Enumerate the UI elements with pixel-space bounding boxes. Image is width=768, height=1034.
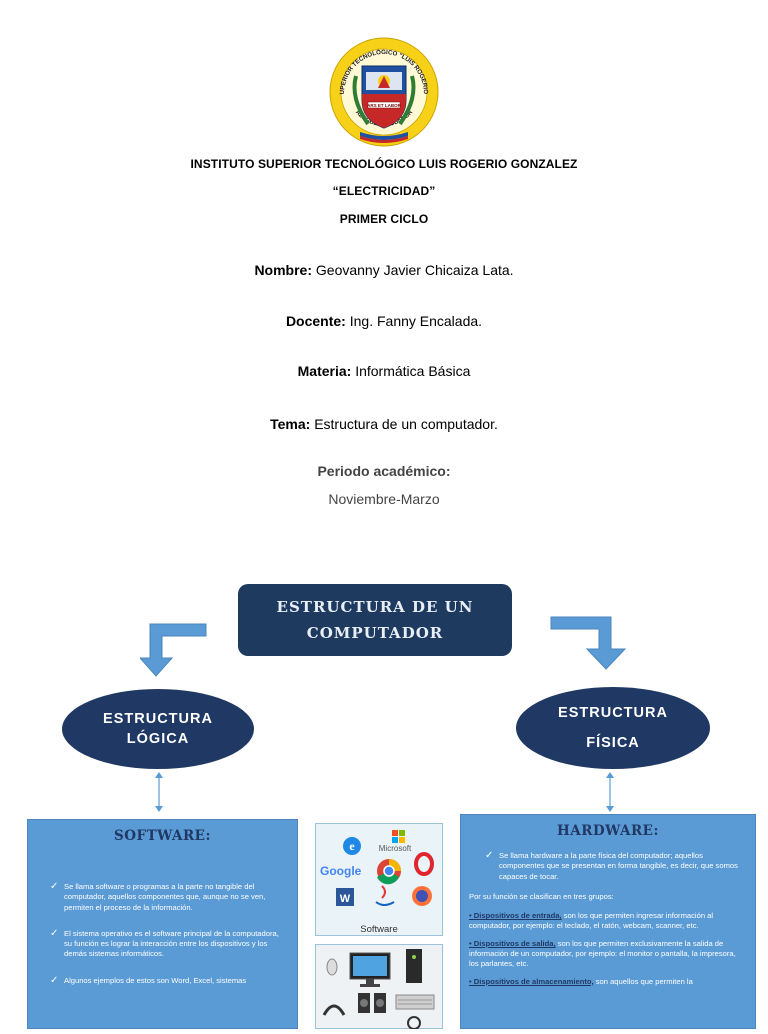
hardware-panel: HARDWARE: ✓ Se llama hardware a la parte… — [460, 814, 756, 1029]
field-nombre-label: Nombre: — [254, 262, 312, 278]
periodo-label: Periodo académico: — [0, 463, 768, 479]
hardware-salida: • Dispositivos de salida, son los que pe… — [469, 939, 747, 970]
diagram-title-box: ESTRUCTURA DE UN COMPUTADOR — [238, 584, 512, 656]
field-tema: Tema: Estructura de un computador. — [0, 416, 768, 432]
almac-text: son aquellos que permiten la — [594, 977, 693, 986]
field-nombre-value: Geovanny Javier Chicaiza Lata. — [312, 262, 514, 278]
entrada-label: • Dispositivos de entrada, — [469, 911, 562, 920]
software-logos-image: e Microsoft Google W Software — [315, 823, 443, 936]
diagram-title-line1: ESTRUCTURA DE UN — [277, 594, 474, 620]
almac-label: • Dispositivos de almacenamiento, — [469, 977, 594, 986]
check-icon: ✓ — [50, 882, 64, 913]
check-icon: ✓ — [50, 976, 64, 986]
career-name: “ELECTRICIDAD” — [0, 184, 768, 198]
diagram-title-line2: COMPUTADOR — [307, 620, 444, 646]
logo-motto: ARS ET LABOR — [367, 103, 402, 108]
field-docente-label: Docente: — [286, 313, 346, 329]
hardware-bullet-1: ✓ Se llama hardware a la parte física de… — [485, 851, 745, 882]
google-label: Google — [320, 864, 362, 878]
ellipse-right-line2: FÍSICA — [586, 733, 640, 753]
ellipse-right-line1: ESTRUCTURA — [558, 703, 668, 723]
field-docente-value: Ing. Fanny Encalada. — [346, 313, 482, 329]
field-materia-value: Informática Básica — [351, 363, 470, 379]
field-tema-value: Estructura de un computador. — [310, 416, 498, 432]
arrow-left-down-icon — [140, 622, 210, 678]
ellipse-estructura-logica: ESTRUCTURA LÓGICA — [62, 689, 254, 769]
hardware-entrada: • Dispositivos de entrada, son los que p… — [469, 911, 747, 932]
check-icon: ✓ — [50, 929, 64, 960]
software-title: SOFTWARE: — [28, 828, 297, 844]
double-arrow-left-icon — [153, 772, 165, 812]
software-bullet-2: ✓ El sistema operativo es el software pr… — [50, 929, 279, 960]
microsoft-label: Microsoft — [379, 844, 412, 853]
institution-name: INSTITUTO SUPERIOR TECNOLÓGICO LUIS ROGE… — [0, 157, 768, 171]
ellipse-estructura-fisica: ESTRUCTURA FÍSICA — [516, 687, 710, 769]
field-nombre: Nombre: Geovanny Javier Chicaiza Lata. — [0, 262, 768, 278]
software-bullet-1: ✓ Se llama software o programas a la par… — [50, 882, 279, 913]
check-icon: ✓ — [485, 851, 499, 882]
software-panel: SOFTWARE: ✓ Se llama software o programa… — [27, 819, 298, 1029]
svg-text:e: e — [349, 839, 355, 853]
hardware-groups-intro: Por su función se clasifican en tres gru… — [469, 892, 747, 902]
hardware-title: HARDWARE: — [461, 823, 755, 839]
software-bullet-3: ✓ Algunos ejemplos de estos son Word, Ex… — [50, 976, 279, 986]
salida-label: • Dispositivos de salida, — [469, 939, 556, 948]
double-arrow-right-icon — [604, 772, 616, 812]
software-caption: Software — [360, 924, 398, 935]
hardware-almacenamiento: • Dispositivos de almacenamiento, son aq… — [469, 977, 747, 987]
field-materia-label: Materia: — [298, 363, 352, 379]
ellipse-left-line2: LÓGICA — [127, 729, 189, 749]
arrow-right-down-icon — [549, 615, 629, 671]
ellipse-left-line1: ESTRUCTURA — [103, 709, 213, 729]
hardware-devices-image — [315, 944, 443, 1029]
field-materia: Materia: Informática Básica — [0, 363, 768, 379]
institution-logo: INSTITUTO SUPERIOR TECNOLÓGICO "LUIS ROG… — [328, 36, 440, 148]
field-docente: Docente: Ing. Fanny Encalada. — [0, 313, 768, 329]
field-tema-label: Tema: — [270, 416, 310, 432]
cycle-name: PRIMER CICLO — [0, 212, 768, 226]
periodo-value: Noviembre-Marzo — [0, 491, 768, 507]
svg-text:W: W — [340, 893, 351, 905]
